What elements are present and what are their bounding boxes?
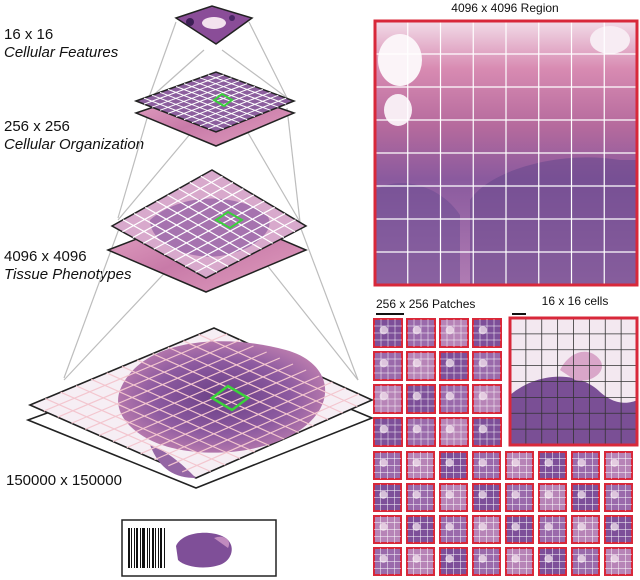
level-4096-description: Tissue Phenotypes — [4, 266, 132, 283]
level-256-description: Cellular Organization — [4, 136, 145, 153]
patches-panel — [373, 313, 633, 576]
glass-slide — [121, 519, 277, 577]
whole-slide-stack — [25, 327, 375, 489]
region-panel-title: 4096 x 4096 Region — [451, 1, 559, 15]
level-4096-label: 4096 x 4096 Tissue Phenotypes — [4, 248, 131, 284]
cells-panel — [508, 313, 639, 447]
level-wsi-label: 150000 x 150000 — [6, 472, 122, 490]
cellular-organization-stack — [133, 71, 297, 147]
tissue-phenotypes-stack — [106, 169, 308, 293]
level-256-size: 256 x 256 — [4, 118, 70, 135]
cellular-features-tile — [174, 5, 254, 45]
level-4096-size: 4096 x 4096 — [4, 248, 87, 265]
level-wsi-size: 150000 x 150000 — [6, 472, 122, 489]
region-panel — [373, 19, 639, 287]
cells-panel-title: 16 x 16 cells — [541, 294, 609, 308]
patches-panel-title: 256 x 256 Patches — [376, 297, 476, 311]
level-16-label: 16 x 16 Cellular Features — [4, 26, 118, 62]
level-16-size: 16 x 16 — [4, 26, 54, 43]
level-16-description: Cellular Features — [4, 44, 119, 61]
level-256-label: 256 x 256 Cellular Organization — [4, 118, 144, 154]
